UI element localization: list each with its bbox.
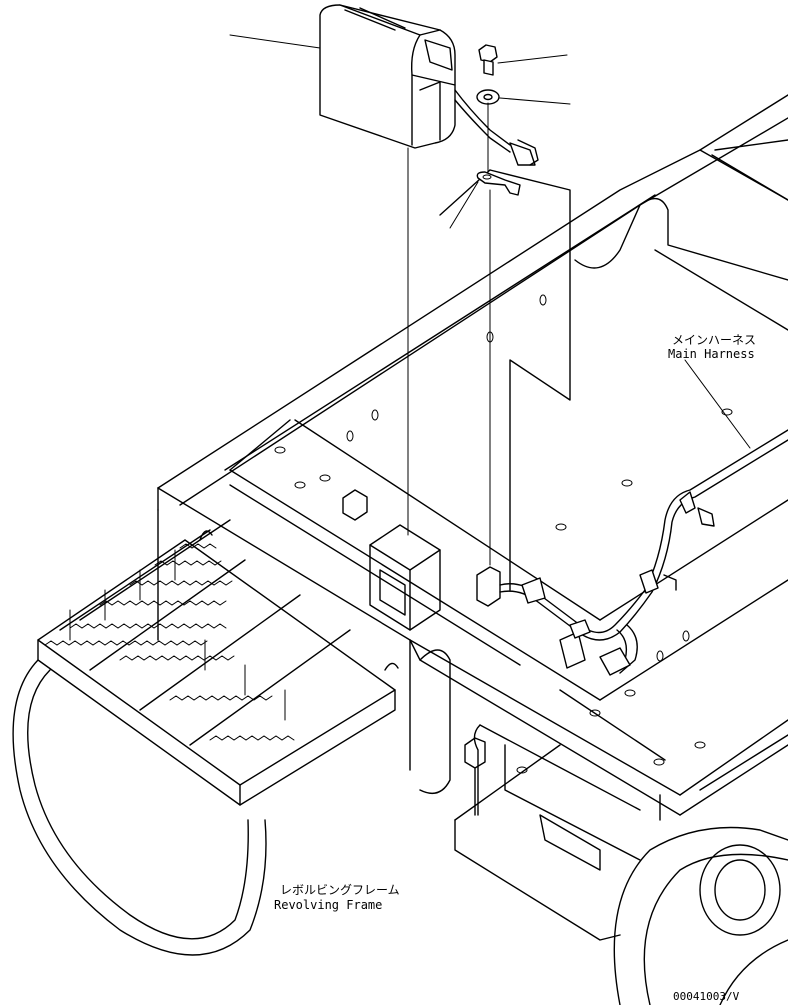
bolt <box>478 44 498 76</box>
drawing-code: 00041003/V <box>673 990 740 1003</box>
revolving-frame <box>157 94 788 1005</box>
mount-block <box>476 566 501 607</box>
revolving-frame-label-en: Revolving Frame <box>274 898 382 912</box>
assembly-lines <box>407 102 491 566</box>
washer <box>476 89 500 105</box>
lower-clamp <box>464 737 486 816</box>
step-grating <box>12 519 399 956</box>
main-harness-label-jp: メインハーネス <box>672 333 756 347</box>
revolving-frame-label-jp: レボルビングフレーム <box>280 883 400 897</box>
main-harness <box>499 429 788 676</box>
lamp <box>319 4 539 166</box>
ground-bracket <box>476 171 521 196</box>
main-harness-label-en: Main Harness <box>668 347 755 361</box>
leader-lines <box>229 34 751 449</box>
